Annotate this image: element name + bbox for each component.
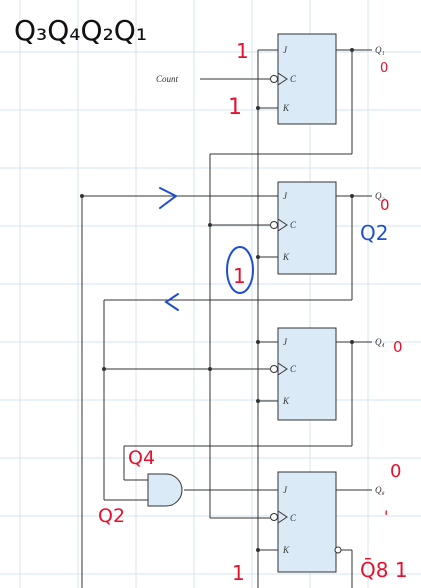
- ff1-k-pin: K: [282, 103, 290, 113]
- ff1-out-value: 0: [380, 61, 388, 76]
- ff2-k-value: 1: [233, 264, 246, 288]
- flip-flop-2: [277, 181, 337, 275]
- ff4-c-pin: C: [290, 513, 297, 523]
- back-arrow-icon: [164, 293, 179, 311]
- flip-flop-3: [277, 327, 337, 421]
- output-q4: Q₄: [375, 337, 385, 347]
- ff4-out-value: 0: [390, 461, 401, 482]
- ff3-k-pin: K: [282, 396, 290, 406]
- ff1-j-value: 1: [236, 39, 249, 63]
- ff4-k-value: 1: [232, 561, 245, 585]
- ff2-c-pin: C: [290, 220, 297, 230]
- q-bar-bubble: [334, 546, 342, 554]
- handwritten-title: Q₃Q₄Q₂Q₁: [14, 14, 147, 47]
- output-labels: Q₁ Q₂ Q₄ Q₈: [375, 45, 385, 495]
- output-q2: Q₂: [375, 191, 385, 201]
- ff3-c-pin: C: [290, 364, 297, 374]
- output-q8: Q₈: [375, 485, 385, 495]
- and-gate: [147, 473, 183, 507]
- ff4-qbar-value: Q̄8 1: [360, 557, 408, 582]
- ff2-j-pin: J: [283, 191, 288, 201]
- and-input-q2: Q2: [98, 505, 125, 527]
- pin-labels: J C K J C K J C K J C K: [282, 45, 297, 555]
- junctions: [80, 48, 354, 552]
- ff4-k-pin: K: [282, 545, 290, 555]
- clock-inputs: [270, 72, 288, 524]
- ff1-k-value: 1: [228, 95, 242, 120]
- output-q1: Q₁: [375, 45, 385, 55]
- ff2-out-value: 0: [380, 196, 390, 214]
- ff4-j-pin: J: [283, 485, 288, 495]
- flip-flop-4: [277, 471, 337, 573]
- ff3-out-value: 0: [393, 338, 403, 356]
- forward-arrow-icon: [159, 187, 178, 209]
- ff3-j-pin: J: [283, 337, 288, 347]
- ff1-j-pin: J: [283, 45, 288, 55]
- ff1-c-pin: C: [290, 74, 297, 84]
- red-annotations: 1 1 0 0 1 0 0 ' Q̄8 1 Q4 Q2 1: [98, 39, 408, 585]
- blue-annotations: Q2: [159, 187, 388, 311]
- ff2-q2-label: Q2: [360, 221, 388, 245]
- ff2-k-circle: [226, 246, 254, 294]
- and-input-q4: Q4: [128, 447, 155, 469]
- ff2-k-pin: K: [282, 252, 290, 262]
- ff4-tick-mark: ': [384, 507, 388, 526]
- count-label: Count: [156, 74, 179, 84]
